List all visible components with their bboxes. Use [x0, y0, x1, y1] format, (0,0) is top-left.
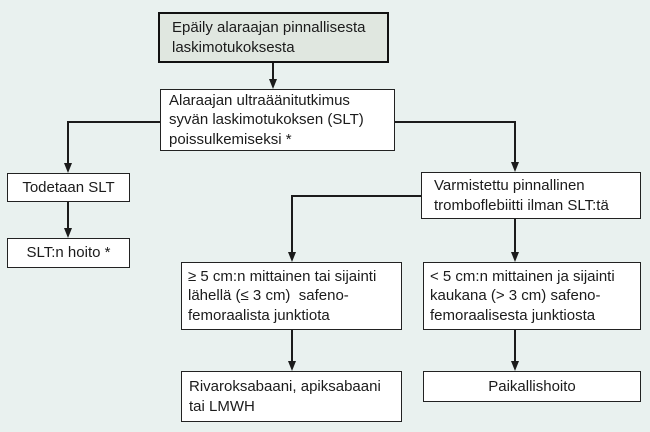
connector-ultrasound-to-confirmed	[514, 121, 516, 164]
node-confirmed-phlebitis: Varmistettu pinnallinen tromboflebiitti …	[421, 172, 641, 219]
node-ultrasound-text: Alaraajan ultraäänitutkimus	[169, 91, 350, 109]
arrowhead-into-long-near	[287, 252, 296, 262]
node-ultrasound-text: syvän laskimotukoksen (SLT)	[169, 111, 364, 129]
connector-ultrasound-to-slt-found	[67, 121, 69, 165]
node-long-or-near-text: lähellä (≤ 3 cm) safeno-	[188, 287, 349, 305]
connector-short-far-to-local-treatment	[514, 330, 516, 362]
node-long-or-near-text: ≥ 5 cm:n mittainen tai sijainti	[188, 267, 377, 285]
arrowhead-into-local-treatment	[510, 361, 519, 371]
connector-ultrasound-to-slt-found	[67, 121, 161, 123]
connector-long-near-to-anticoagulant	[291, 330, 293, 362]
arrowhead-into-slt-treatment	[63, 228, 72, 238]
connector-ultrasound-to-confirmed	[395, 121, 516, 123]
node-short-and-far-text: kaukana (> 3 cm) safeno-	[430, 287, 601, 305]
node-suspicion-text: Epäily alaraajan pinnallisesta	[172, 19, 366, 36]
node-slt-found-text: Todetaan SLT	[22, 178, 115, 196]
node-short-and-far-junction: < 5 cm:n mittainen ja sijainti kaukana (…	[423, 262, 641, 330]
connector-confirmed-to-short-far	[514, 219, 516, 253]
node-suspicion-text: laskimotukoksesta	[172, 38, 295, 56]
node-suspicion: Epäily alaraajan pinnallisesta laskimotu…	[158, 12, 389, 63]
node-confirmed-phlebitis-text: Varmistettu pinnallinen	[434, 177, 585, 194]
arrowhead-into-short-far	[510, 252, 519, 262]
arrowhead-into-slt-found	[63, 163, 72, 173]
node-short-and-far-text: < 5 cm:n mittainen ja sijainti	[430, 267, 615, 285]
node-short-and-far-text: femoraalisesta junktiosta	[430, 306, 596, 324]
node-slt-treatment-text: SLT:n hoito *	[26, 244, 111, 262]
node-local-treatment-text: Paikallishoito	[488, 377, 576, 395]
node-local-treatment: Paikallishoito	[423, 371, 641, 402]
connector-suspicion-to-ultrasound	[272, 63, 274, 81]
node-long-or-near-junction: ≥ 5 cm:n mittainen tai sijainti lähellä …	[181, 262, 402, 330]
connector-slt-found-to-treatment	[67, 202, 69, 229]
arrowhead-into-anticoagulant	[287, 361, 296, 371]
arrowhead-into-confirmed	[510, 162, 519, 172]
node-ultrasound-text: poissulkemiseksi *	[169, 130, 292, 148]
node-anticoagulant-text: tai LMWH	[189, 397, 255, 415]
connector-confirmed-to-long-near	[291, 195, 422, 197]
node-slt-treatment: SLT:n hoito *	[7, 238, 130, 268]
connector-confirmed-to-long-near	[291, 195, 293, 254]
node-anticoagulant: Rivaroksabaani, apiksabaani tai LMWH	[181, 371, 402, 422]
arrowhead-into-ultrasound	[268, 79, 277, 89]
node-long-or-near-text: femoraalista junktiota	[188, 306, 330, 324]
node-anticoagulant-text: Rivaroksabaani, apiksabaani	[189, 378, 381, 395]
node-slt-found: Todetaan SLT	[7, 173, 130, 202]
node-confirmed-phlebitis-text: tromboflebiitti ilman SLT:tä	[434, 196, 609, 214]
node-ultrasound: Alaraajan ultraäänitutkimus syvän laskim…	[160, 89, 395, 151]
